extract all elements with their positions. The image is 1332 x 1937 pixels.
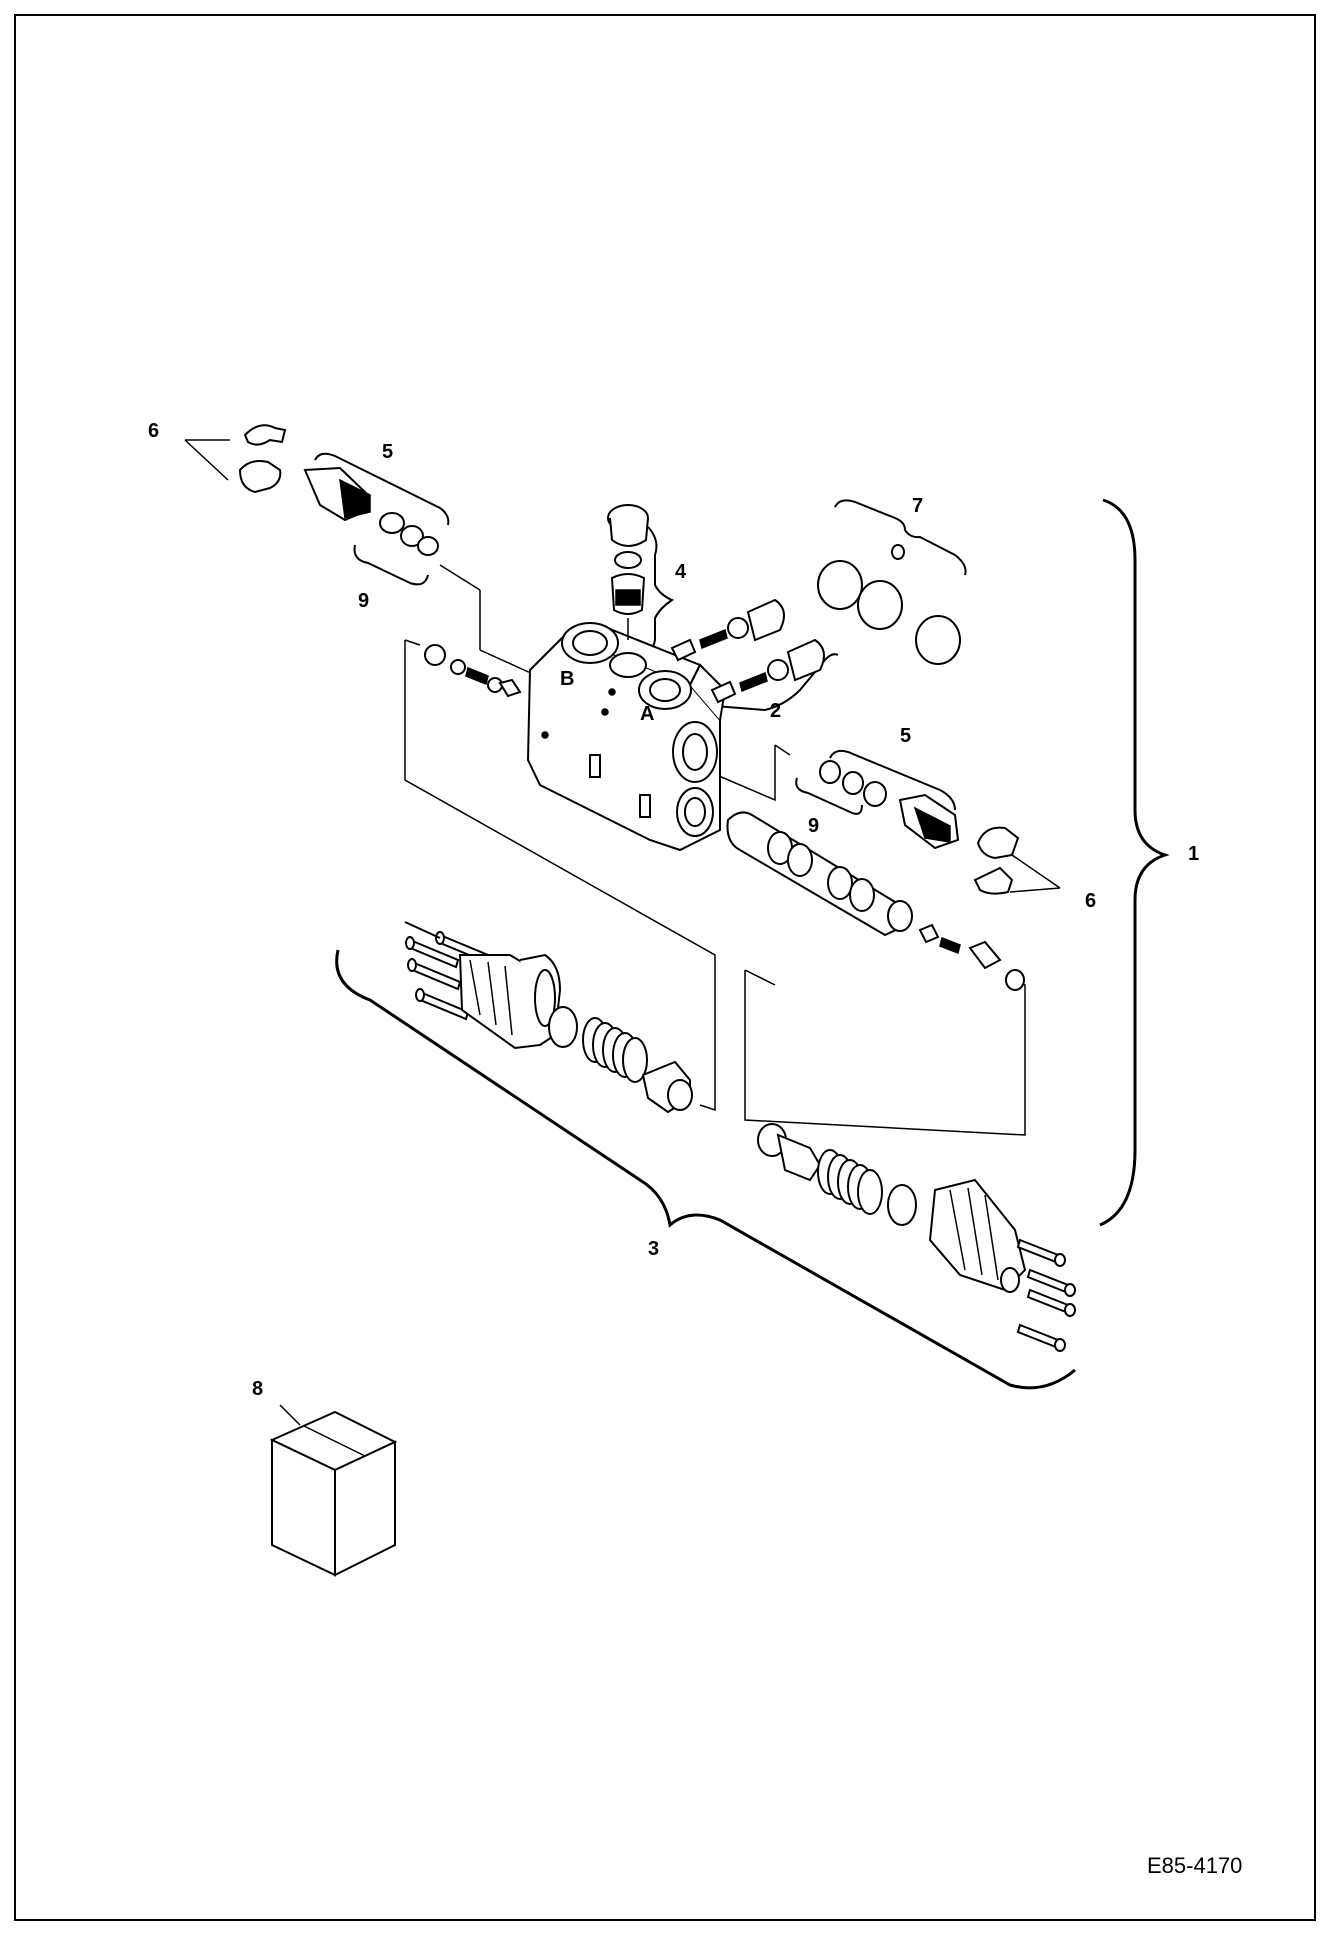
- bracket-4: [639, 526, 675, 656]
- callout-6-upper: 6: [148, 420, 159, 442]
- bracket-9-lower: [795, 777, 863, 815]
- bracket-7: [834, 499, 967, 576]
- valve-body: B A: [526, 622, 727, 852]
- spool-end-parts: [918, 923, 1025, 991]
- o-ring-left: [548, 1006, 578, 1048]
- relief-valve-upper: [303, 466, 439, 556]
- callout-5-upper: 5: [382, 441, 393, 463]
- callout-8: 8: [252, 1378, 263, 1400]
- bracket-5-lower: [829, 749, 956, 811]
- callout-4: 4: [675, 561, 687, 583]
- bracket-3: [335, 949, 1076, 1390]
- callout-5-lower: 5: [900, 725, 911, 747]
- spring-right: [817, 1149, 883, 1215]
- spring-cap-right: [928, 1178, 1027, 1293]
- port-label-a: A: [640, 703, 654, 725]
- callout-2: 2: [770, 700, 781, 722]
- spring-left: [582, 1017, 648, 1083]
- spring-cap-left: [458, 953, 562, 1050]
- spring-seat-left: [641, 1060, 693, 1114]
- callout-9-lower: 9: [808, 815, 819, 837]
- callout-9-upper: 9: [358, 590, 369, 612]
- page-frame: [14, 14, 1316, 1921]
- clip-part-6-upper: [238, 424, 287, 494]
- port-label-b: B: [560, 668, 574, 690]
- plug-series-left: [424, 644, 522, 698]
- o-ring-right: [887, 1184, 917, 1226]
- o-rings-part-7: [817, 544, 961, 665]
- callout-6-lower: 6: [1085, 890, 1096, 912]
- bracket-9-upper: [353, 544, 429, 586]
- drawing-code: E85-4170: [1147, 1853, 1242, 1878]
- bolts-right: [1016, 1238, 1076, 1352]
- callout-1: 1: [1188, 843, 1199, 865]
- spool: [726, 811, 913, 937]
- plug-part-4: [607, 504, 649, 640]
- check-valves-part-2: [670, 598, 825, 704]
- spring-seat-right: [757, 1123, 822, 1182]
- clip-part-6-lower: [973, 826, 1020, 895]
- bracket-1: [1099, 498, 1170, 1227]
- kit-box-part-8: [269, 1410, 398, 1577]
- relief-valve-lower: [819, 760, 960, 850]
- callout-3: 3: [648, 1238, 659, 1260]
- bracket-5-upper: [314, 452, 450, 526]
- callout-7: 7: [912, 495, 923, 517]
